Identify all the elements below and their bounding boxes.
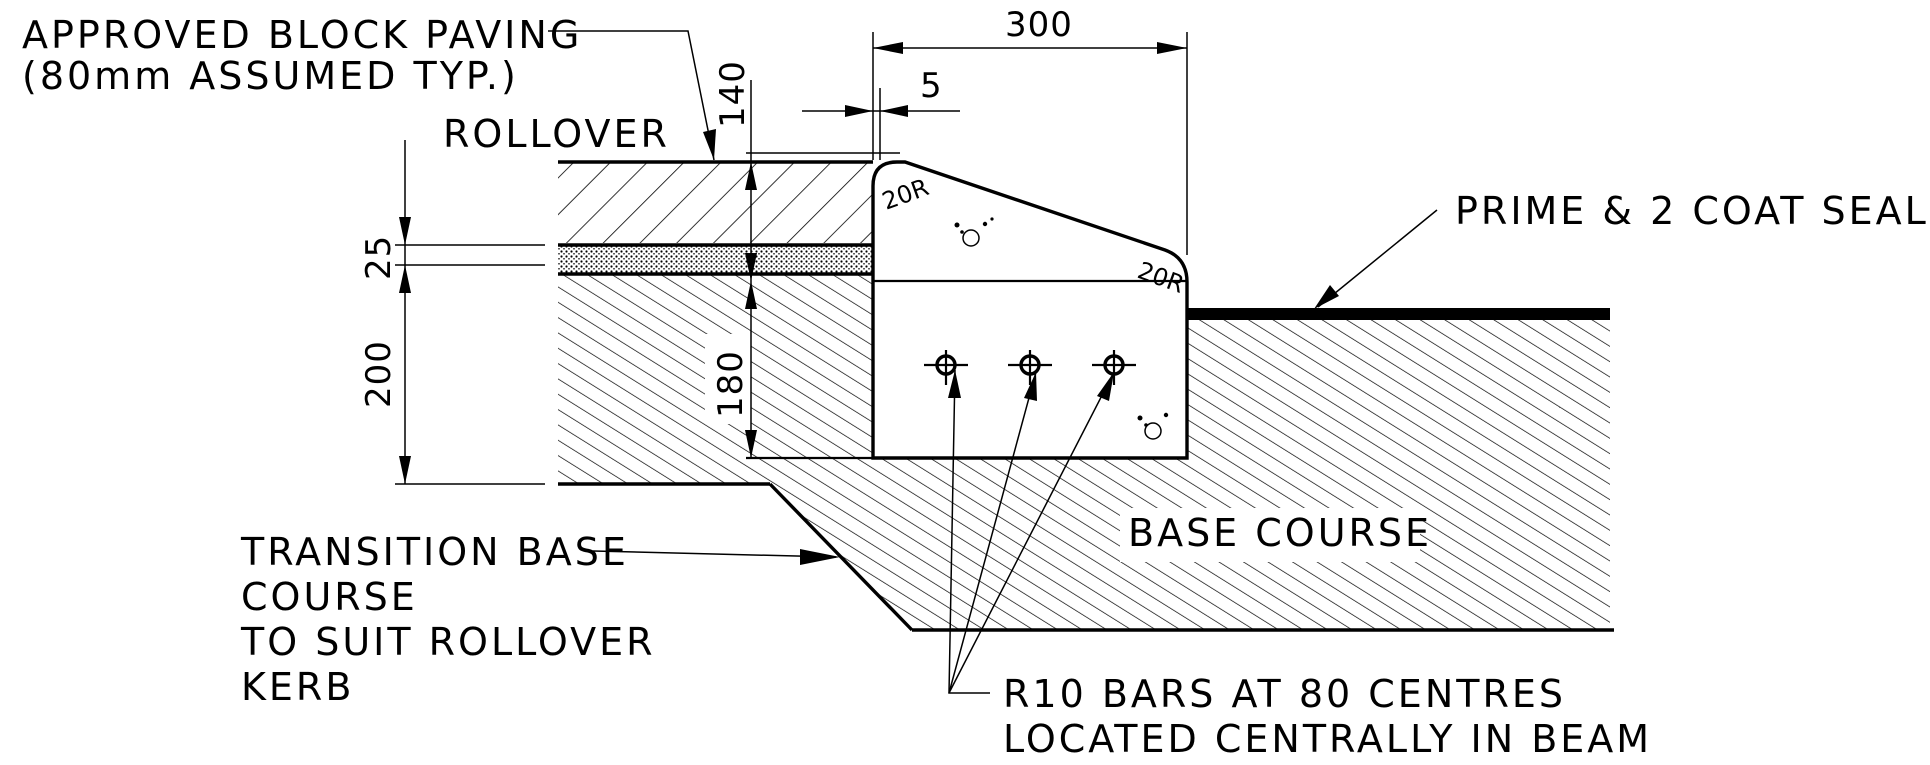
dimension-25-200: 25 200 [359,140,545,485]
sand-bedding-layer [558,243,873,276]
rebar-left [924,350,968,385]
label-rollover: ROLLOVER [443,112,670,156]
dimension-140: 140 [713,60,900,458]
label-prime-seal: PRIME & 2 COAT SEAL [1455,189,1929,233]
dimension-5: 5 [802,66,960,160]
dim-200-label: 200 [359,340,399,408]
label-base-course: BASE COURSE [1128,511,1432,555]
leader-rebars [948,369,1115,694]
label-transition-2: COURSE [241,575,418,619]
block-paving-layer [558,162,873,243]
label-80mm-assumed: (80mm ASSUMED TYP.) [22,54,519,98]
leader-transition [592,549,840,565]
rebar-middle [1008,350,1052,385]
dim-5-label: 5 [920,66,943,106]
aggregate-symbol-upper [954,217,994,247]
dim-25-label: 25 [359,235,399,280]
dim-180-label: 180 [711,350,751,418]
label-approved-block-paving: APPROVED BLOCK PAVING [22,13,582,57]
rollover-kerb: 20R 20R [871,160,1189,460]
transition-slope-line [768,482,914,632]
base-course-label-mask [1120,508,1420,562]
label-transition-1: TRANSITION BASE [240,530,629,574]
dim-300-label: 300 [1005,5,1073,45]
prime-seal-layer [1187,308,1610,320]
dim-180-label-mask [705,334,751,424]
label-rebars-2: LOCATED CENTRALLY IN BEAM [1003,717,1652,761]
label-transition-4: KERB [241,665,354,709]
dimension-180: 180 [711,281,757,458]
label-rebars-1: R10 BARS AT 80 CENTRES [1003,672,1566,716]
dim-140-label: 140 [713,60,753,128]
dimension-300: 300 [872,5,1188,255]
aggregate-symbol-lower [1137,412,1169,440]
rebar-right [1092,350,1136,385]
leader-block-paving [548,30,716,161]
label-transition-3: TO SUIT ROLLOVER [240,620,656,664]
leader-prime-seal [1314,209,1438,309]
